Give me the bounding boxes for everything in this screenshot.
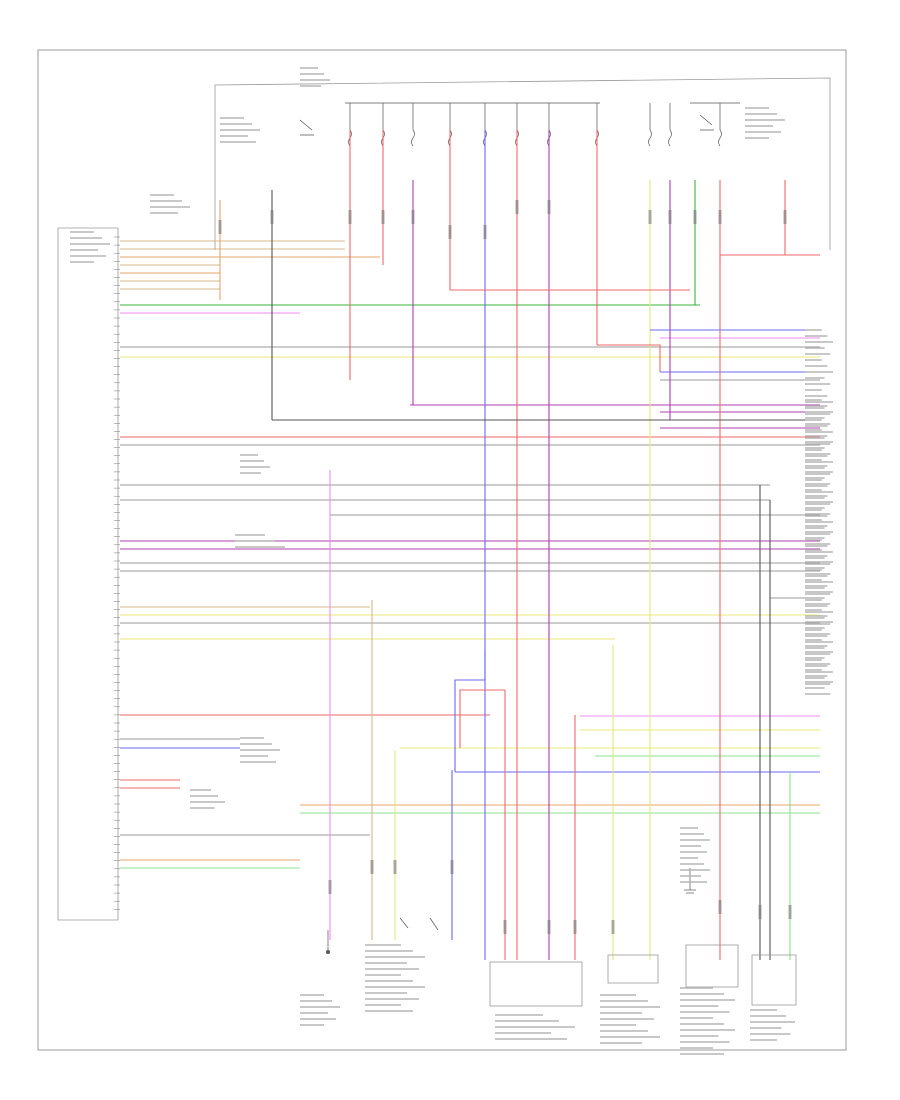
connector-8 xyxy=(515,200,519,214)
connector-15 xyxy=(328,880,332,894)
connector-4 xyxy=(381,210,385,224)
connector-25 xyxy=(788,905,792,919)
connector-6 xyxy=(448,225,452,239)
relay-switch-1 xyxy=(299,119,314,136)
wire-group xyxy=(120,130,820,960)
connector-5 xyxy=(411,210,415,224)
connector-9 xyxy=(547,200,551,214)
engine-speed-sensor xyxy=(326,930,330,954)
fuse-symbol-11 xyxy=(718,129,722,147)
connector-24 xyxy=(758,905,762,919)
link-wire-4 xyxy=(454,650,486,772)
link-wire-5 xyxy=(459,689,505,748)
connector-3 xyxy=(348,210,352,224)
link-wire-1 xyxy=(597,344,661,372)
knock-sensor-group xyxy=(399,917,439,931)
link-wire-2 xyxy=(719,254,820,265)
ground-symbol xyxy=(684,868,696,894)
connector-16 xyxy=(370,860,374,874)
connector-21 xyxy=(573,920,577,934)
connector-18 xyxy=(450,860,454,874)
relay-box-bottom xyxy=(751,954,797,1006)
connector-1 xyxy=(218,220,222,234)
connector-7 xyxy=(483,225,487,239)
connector-23 xyxy=(718,900,722,914)
connector-14 xyxy=(783,210,787,224)
connector-11 xyxy=(668,210,672,224)
connector-13 xyxy=(718,210,722,224)
ignition-coil-box xyxy=(685,944,739,988)
relay-box-outline xyxy=(214,77,831,250)
connector-20 xyxy=(547,920,551,934)
connector-17 xyxy=(393,860,397,874)
connector-2 xyxy=(270,210,274,224)
label-blocks xyxy=(70,67,833,1055)
fuse-group xyxy=(299,103,722,147)
connector-12 xyxy=(693,210,697,224)
connector-group xyxy=(218,200,792,934)
map-sensor-box xyxy=(607,954,659,984)
throttle-unit-box xyxy=(489,961,583,1007)
fuse-symbol-9 xyxy=(648,129,652,147)
connector-22 xyxy=(611,920,615,934)
ecm-pins xyxy=(114,236,120,910)
connector-19 xyxy=(503,920,507,934)
connector-10 xyxy=(648,210,652,224)
ecm-outline xyxy=(57,227,118,921)
relay-switch-2 xyxy=(699,114,714,131)
fuse-symbol-3 xyxy=(411,129,415,147)
diagram-border xyxy=(37,49,847,1051)
fuse-symbol-10 xyxy=(668,129,672,147)
